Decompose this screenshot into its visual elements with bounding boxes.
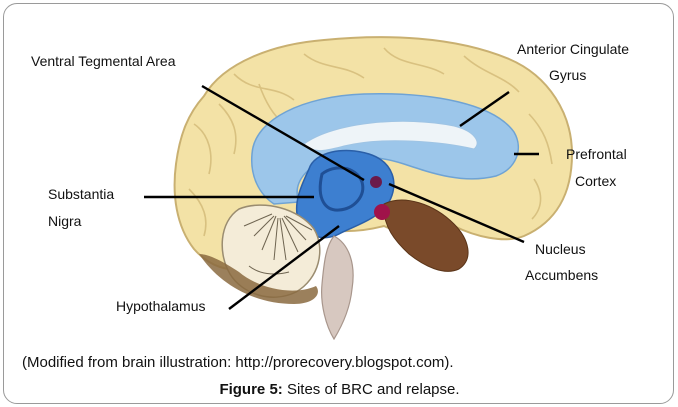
label-ventral-tegmental-area: Ventral Tegmental Area: [31, 52, 176, 70]
nucleus-accumbens-marker: [374, 204, 390, 220]
figure-frame: Ventral Tegmental Area Anterior Cingulat…: [3, 3, 674, 404]
figure-caption-text: Sites of BRC and relapse.: [283, 381, 460, 398]
label-anterior-cingulate-line2: Gyrus: [549, 66, 586, 84]
label-substantia-line2: Nigra: [48, 212, 81, 230]
label-anterior-cingulate-line1: Anterior Cingulate: [517, 40, 629, 58]
label-hypothalamus: Hypothalamus: [116, 297, 206, 315]
vta-marker: [370, 176, 382, 188]
label-nucleus-line2: Accumbens: [525, 266, 598, 284]
brainstem: [322, 236, 353, 339]
source-caption: (Modified from brain illustration: http:…: [22, 354, 454, 371]
label-substantia-line1: Substantia: [48, 185, 114, 203]
label-prefrontal-line1: Prefrontal: [566, 145, 627, 163]
figure-number: Figure 5:: [219, 381, 282, 398]
label-nucleus-line1: Nucleus: [535, 240, 586, 258]
label-prefrontal-line2: Cortex: [575, 172, 616, 190]
figure-caption: Figure 5: Sites of BRC and relapse.: [4, 381, 674, 398]
